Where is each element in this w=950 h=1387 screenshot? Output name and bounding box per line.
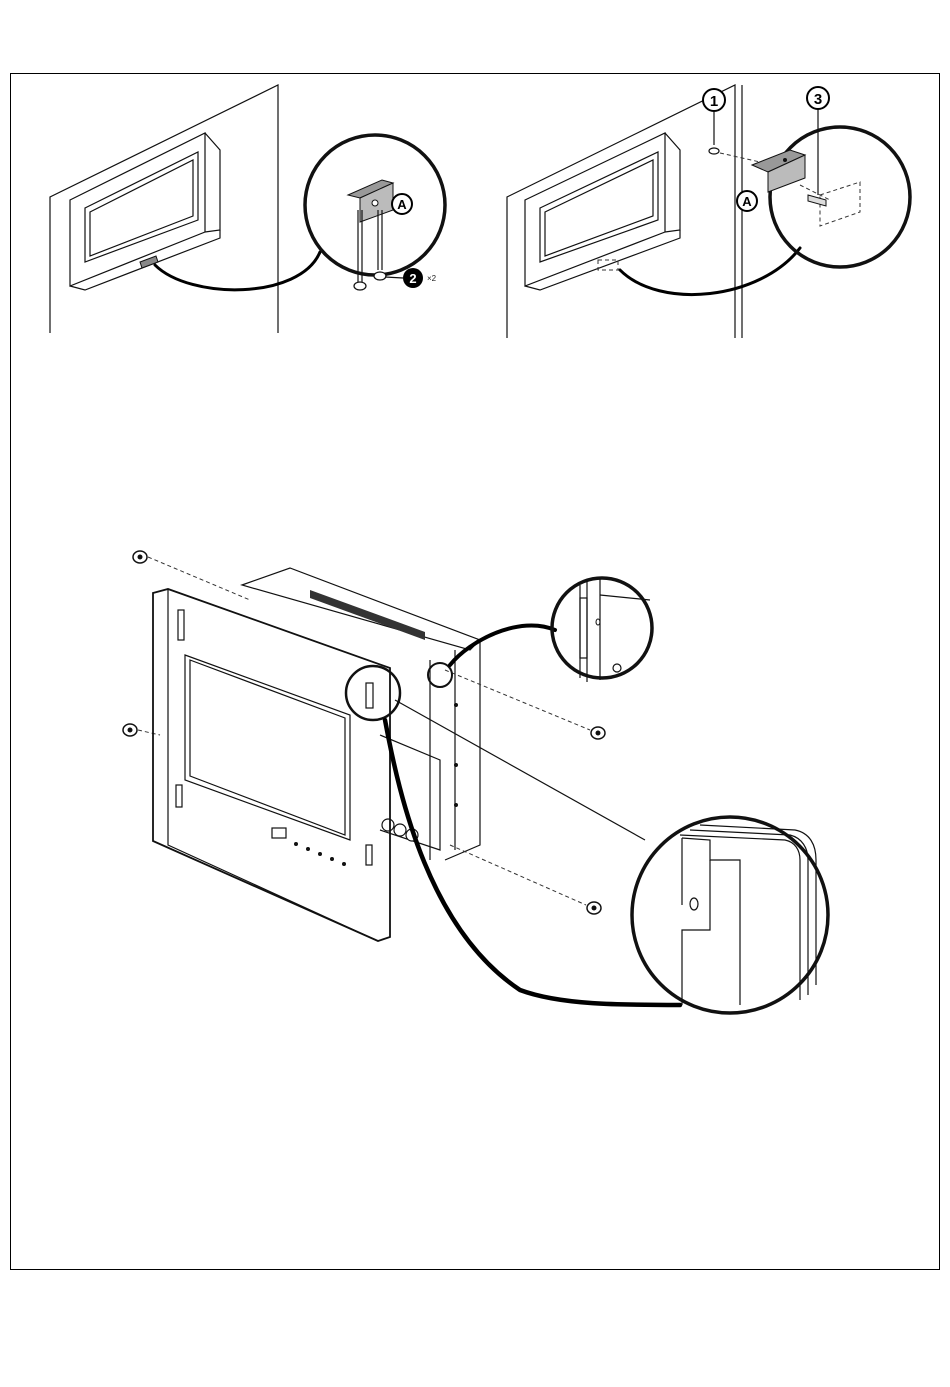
step3-detail-circle-side — [552, 578, 652, 678]
step1-oven-frame — [70, 133, 205, 286]
step1-label-2: 2 — [409, 271, 416, 286]
step1-wall-panel — [50, 85, 278, 333]
step1-oven-window — [85, 152, 198, 262]
step2-label-a: A — [742, 194, 752, 209]
screw-icon — [374, 272, 386, 280]
screw-icon — [709, 148, 719, 154]
screw-icon — [354, 282, 366, 290]
step1-quantity: ×2 — [427, 274, 437, 283]
step2-oven-frame — [525, 133, 665, 286]
knob-icon — [394, 824, 406, 836]
step3-front-panel — [153, 589, 390, 941]
wall-plug-icon — [808, 195, 826, 206]
step2-label-1: 1 — [710, 93, 718, 110]
step2-label-3: 3 — [814, 91, 822, 108]
step1-label-a: A — [397, 197, 407, 212]
knob-icon — [382, 819, 394, 831]
step3-detail-circle-front — [632, 817, 828, 1013]
step2-wall-panel — [507, 85, 735, 338]
step3-display-window — [185, 655, 350, 840]
step2-illustration: 1 A 3 — [507, 85, 910, 338]
step2-zoom-circle — [770, 127, 910, 267]
step3-detail-marker-side — [428, 663, 452, 687]
step1-illustration: A 2 ×2 — [50, 85, 445, 333]
step3-illustration — [123, 551, 828, 1013]
step2-oven-window — [540, 152, 658, 262]
